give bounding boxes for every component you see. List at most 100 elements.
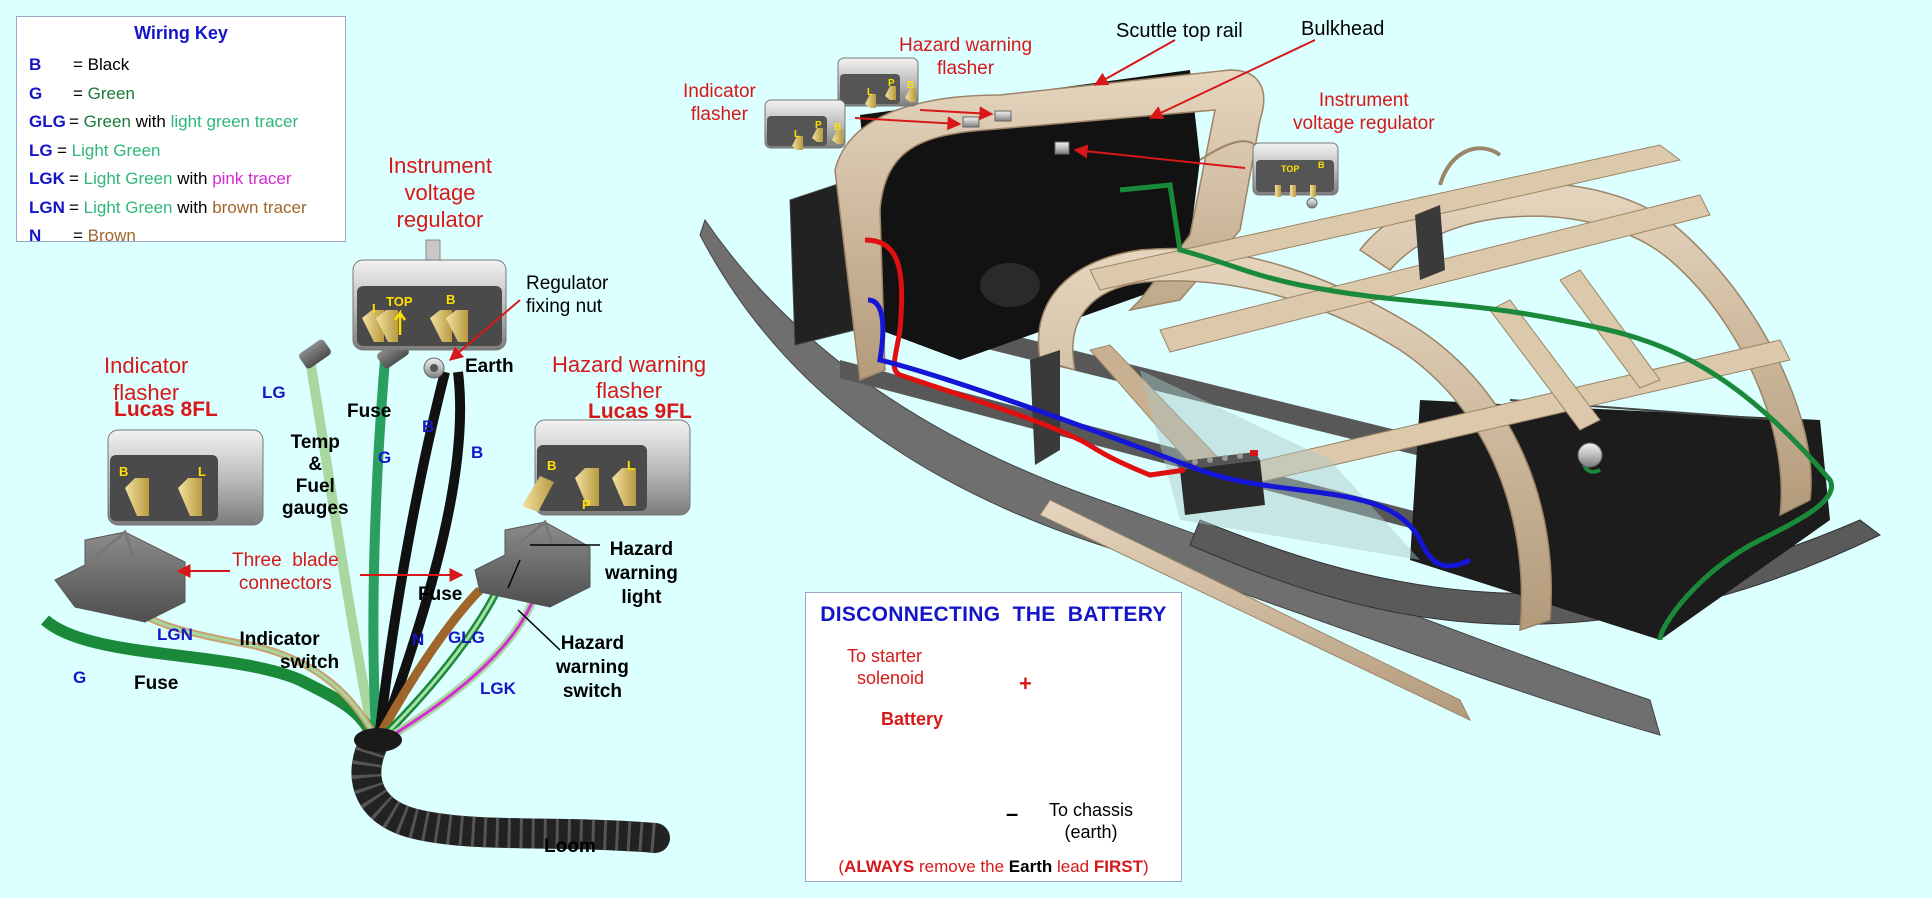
hwl-line-2: warning xyxy=(605,563,678,584)
reg-pin-top: TOP xyxy=(386,294,413,309)
wire-code-g-left: G xyxy=(73,668,87,687)
wiring-key-code: GLG xyxy=(29,112,66,131)
if-line-1: Indicator xyxy=(104,353,189,378)
wiring-key-description: Light Green xyxy=(71,140,161,160)
battery-warning-note: (ALWAYS remove the Earth lead FIRST) xyxy=(806,857,1181,877)
reg-pin-i: I xyxy=(372,301,376,316)
hws-line-1: Hazard xyxy=(560,633,625,654)
wiring-loom-illustration xyxy=(41,339,670,853)
foot-first: FIRST xyxy=(1093,857,1143,876)
battery-in-car xyxy=(1175,450,1265,515)
wire-n xyxy=(376,586,484,738)
tfg-line-2: & xyxy=(308,454,323,475)
wire-b-1 xyxy=(375,370,450,731)
car-wire-red xyxy=(864,237,1186,478)
rreg-pin-top: TOP xyxy=(1281,164,1299,174)
label-bulkhead: Bulkhead xyxy=(1301,18,1385,40)
hwl-line-3: light xyxy=(621,587,662,608)
wiring-key-row: GLG= Green with light green tracer xyxy=(29,112,298,132)
wire-code-b-2: B xyxy=(471,443,484,462)
tfg-line-1: Temp xyxy=(290,432,340,453)
ivr-line-3: regulator xyxy=(396,207,484,232)
ind-pin-l: L xyxy=(198,464,206,479)
wire-code-lgk: LGK xyxy=(480,679,516,698)
wiring-key-equals: = xyxy=(69,112,84,131)
indicator-flasher-lucas-8fl: B L xyxy=(107,429,264,526)
label-hazard-warning-switch: Hazard warning switch xyxy=(556,632,629,704)
car-wire-green xyxy=(1119,182,1835,641)
label-fuse-right: Fuse xyxy=(418,584,463,605)
wiring-key-equals: = xyxy=(69,197,84,217)
wiring-key-description: Green xyxy=(87,83,135,103)
label-hazard-warning-light: Hazard warning light xyxy=(605,538,678,610)
foot-mid-1: remove the xyxy=(914,857,1009,876)
label-indicator-switch: Indicator switch xyxy=(220,628,339,674)
label-minus-terminal: – xyxy=(1006,801,1019,826)
tfg-line-4: gauges xyxy=(282,498,349,519)
foot-always: ALWAYS xyxy=(844,857,915,876)
wire-code-glg: GLG xyxy=(448,628,485,647)
wiring-key-equals: = xyxy=(73,55,88,74)
tbc-line-1: Three blade xyxy=(232,550,339,571)
hwf-line-2: flasher xyxy=(596,378,663,403)
wiring-key-description: Brown xyxy=(87,226,136,245)
instrument-voltage-regulator-right: TOP B xyxy=(1252,142,1339,209)
wiring-key-equals: = xyxy=(69,169,84,188)
three-blade-connector-left xyxy=(54,529,186,623)
foot-mid-2: lead xyxy=(1052,857,1094,876)
wire-b-2 xyxy=(379,371,466,732)
wiring-key-description: with xyxy=(172,197,213,217)
wire-code-g-top: G xyxy=(378,448,392,467)
label-to-chassis-earth: To chassis (earth) xyxy=(1049,799,1133,843)
wiring-key-description: Light Green xyxy=(83,169,173,188)
three-blade-connector-right xyxy=(474,519,591,608)
rivr-line-1: Instrument xyxy=(1318,90,1409,111)
foot-close: ) xyxy=(1142,857,1149,876)
rfn-line-1: Regulator xyxy=(526,273,609,294)
wiring-key-description: pink tracer xyxy=(212,169,292,188)
wire-g-fuse xyxy=(368,359,390,731)
wiring-key-row: G= Green xyxy=(29,84,135,104)
hws-line-3: switch xyxy=(562,681,622,702)
label-regulator-fixing-nut: Regulator fixing nut xyxy=(526,272,608,318)
wire-code-lgn: LGN xyxy=(157,625,193,644)
reg-pin-b: B xyxy=(446,292,455,307)
indicator-flasher-right: L P B xyxy=(764,99,846,150)
wiring-key-row: N= Brown xyxy=(29,226,136,246)
hwl-line-1: Hazard xyxy=(609,539,674,560)
hazard-warning-flasher-right: L P B xyxy=(837,57,919,108)
wiring-key-row: LGN= Light Green with brown tracer xyxy=(29,198,307,218)
tss-line-1: To starter xyxy=(847,646,923,666)
is-line-2: switch xyxy=(280,652,340,673)
ivr-line-1: Instrument xyxy=(388,153,492,178)
label-instrument-voltage-regulator: Instrument voltage regulator xyxy=(388,152,492,233)
label-hazard-warning-flasher-model: Lucas 9FL xyxy=(588,400,692,423)
wiring-key-equals: = xyxy=(57,140,72,160)
tbc-line-2: connectors xyxy=(238,573,332,594)
is-line-1: Indicator xyxy=(239,629,320,650)
label-indicator-flasher-right: Indicator flasher xyxy=(683,80,756,126)
instrument-voltage-regulator-left: I TOP B xyxy=(352,239,507,379)
foot-earth: Earth xyxy=(1008,857,1053,876)
wiring-key-description: Black xyxy=(87,55,130,74)
haz-pin-l: L xyxy=(627,458,635,473)
ind-pin-b: B xyxy=(119,464,128,479)
rif-line-2: flasher xyxy=(690,104,748,125)
wiring-key-code: B xyxy=(29,55,42,74)
car-body-frame-illustration xyxy=(699,69,1881,736)
label-battery: Battery xyxy=(881,709,944,729)
hazard-warning-flasher-lucas-9fl: B L P xyxy=(522,419,691,516)
wiring-key-equals: = xyxy=(73,226,88,245)
car-wire-blue xyxy=(867,297,1472,569)
haz-pin-b: B xyxy=(547,458,556,473)
wiring-key-row: LGK= Light Green with pink tracer xyxy=(29,169,292,189)
wiring-key-row: B = Black xyxy=(29,55,129,75)
label-fuse-left: Fuse xyxy=(134,673,179,694)
wire-code-lg: LG xyxy=(262,383,286,402)
wiring-key-description: light green tracer xyxy=(170,112,299,131)
rreg-pin-b: B xyxy=(1318,160,1325,170)
tce-line-1: To chassis xyxy=(1049,800,1134,820)
wiring-key-description: brown tracer xyxy=(212,197,307,217)
